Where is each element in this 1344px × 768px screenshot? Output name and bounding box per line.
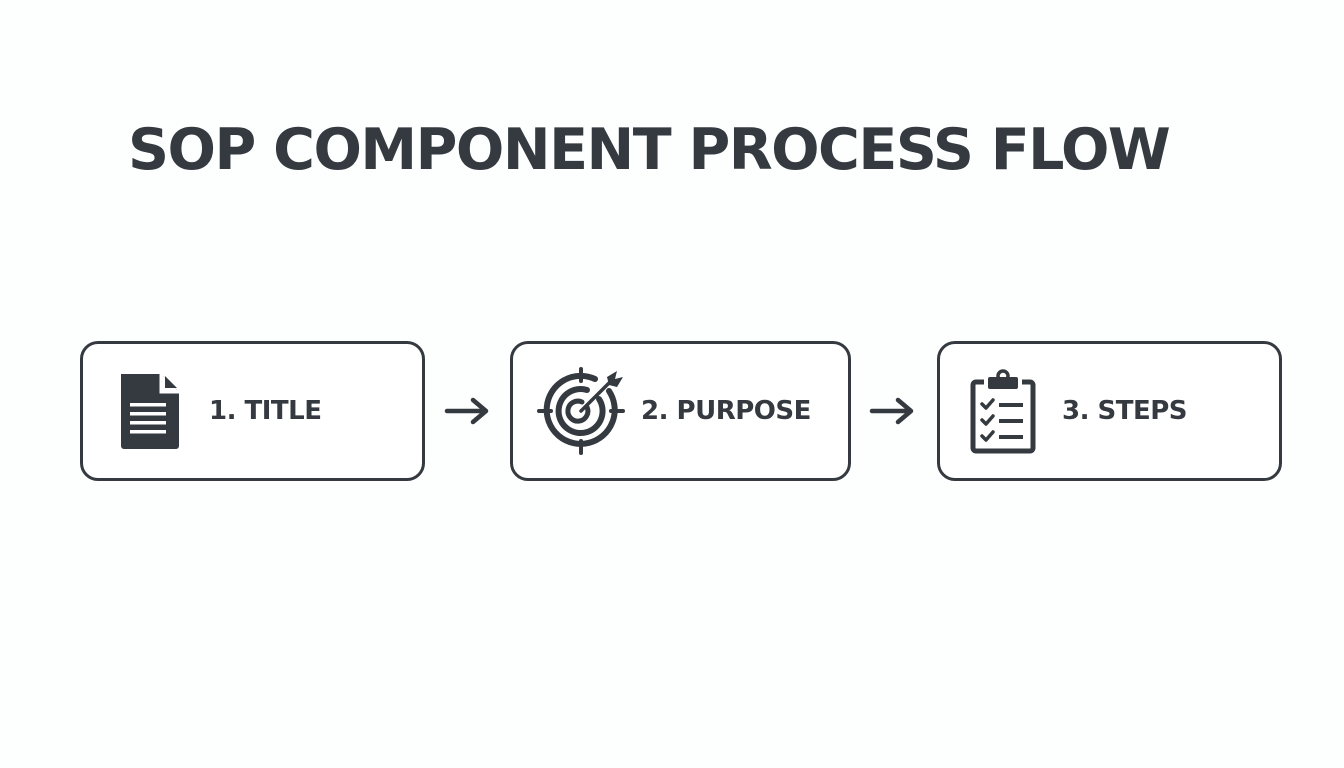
step-box-title[interactable]: 1. TITLE	[80, 341, 425, 481]
step-label: 3. STEPS	[1062, 396, 1188, 426]
step-box-purpose[interactable]: 2. PURPOSE	[510, 341, 851, 481]
step-label: 1. TITLE	[209, 396, 322, 426]
page-title: SOP COMPONENT PROCESS FLOW	[128, 117, 1171, 183]
document-icon	[117, 370, 183, 452]
clipboard-checklist-icon	[970, 368, 1036, 454]
arrow-right-icon	[444, 397, 489, 425]
target-arrow-icon	[537, 367, 625, 455]
step-box-steps[interactable]: 3. STEPS	[937, 341, 1282, 481]
step-label: 2. PURPOSE	[641, 396, 811, 426]
arrow-right-icon	[869, 397, 914, 425]
